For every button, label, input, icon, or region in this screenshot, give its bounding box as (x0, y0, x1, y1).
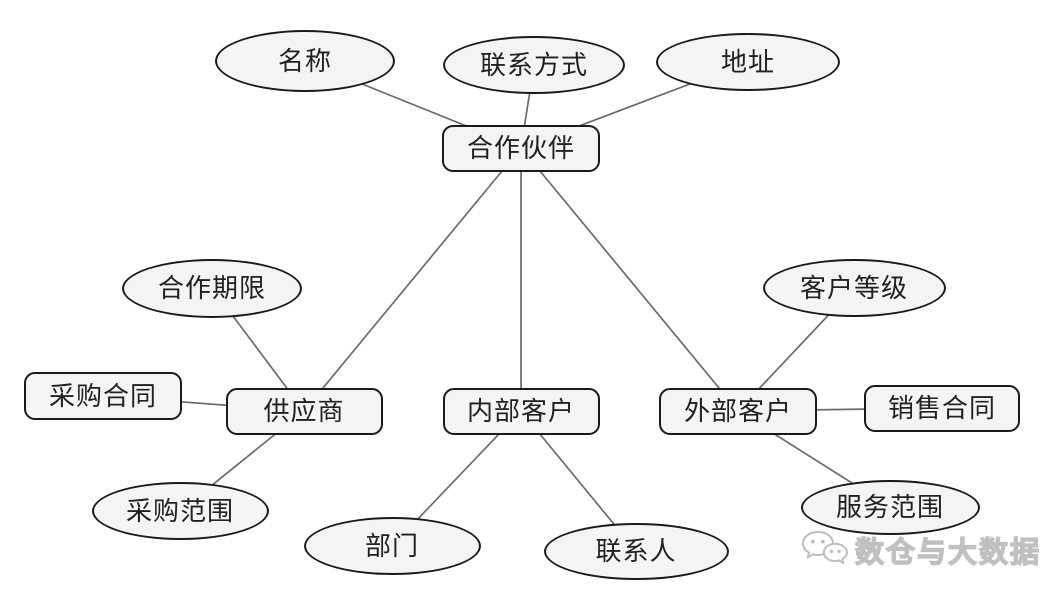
attribute-node-customer-level: 客户等级 (762, 259, 946, 317)
watermark: 数仓与大数据 (801, 529, 1041, 571)
attribute-node-service-scope: 服务范围 (800, 479, 980, 535)
edge-partner-external-customer (520, 147, 739, 412)
attribute-node-contact-person: 联系人 (543, 522, 729, 580)
wechat-icon (801, 530, 849, 565)
entity-node-supplier: 供应商 (225, 387, 383, 435)
watermark-text: 数仓与大数据 (854, 536, 1042, 569)
entity-node-partner: 合作伙伴 (442, 124, 600, 172)
entity-node-sales-contract: 销售合同 (864, 384, 1020, 432)
attribute-node-address: 地址 (656, 33, 840, 91)
attribute-node-name: 名称 (215, 30, 395, 92)
attribute-node-purchase-scope: 采购范围 (91, 482, 269, 540)
attribute-node-contact-method: 联系方式 (443, 36, 625, 94)
attribute-node-department: 部门 (303, 517, 481, 575)
attribute-node-coop-period: 合作期限 (122, 258, 302, 318)
entity-node-external-customer: 外部客户 (659, 387, 817, 435)
entity-node-internal-customer: 内部客户 (442, 387, 600, 435)
edge-partner-supplier (303, 147, 522, 412)
entity-node-purchase-contract: 采购合同 (24, 372, 182, 420)
